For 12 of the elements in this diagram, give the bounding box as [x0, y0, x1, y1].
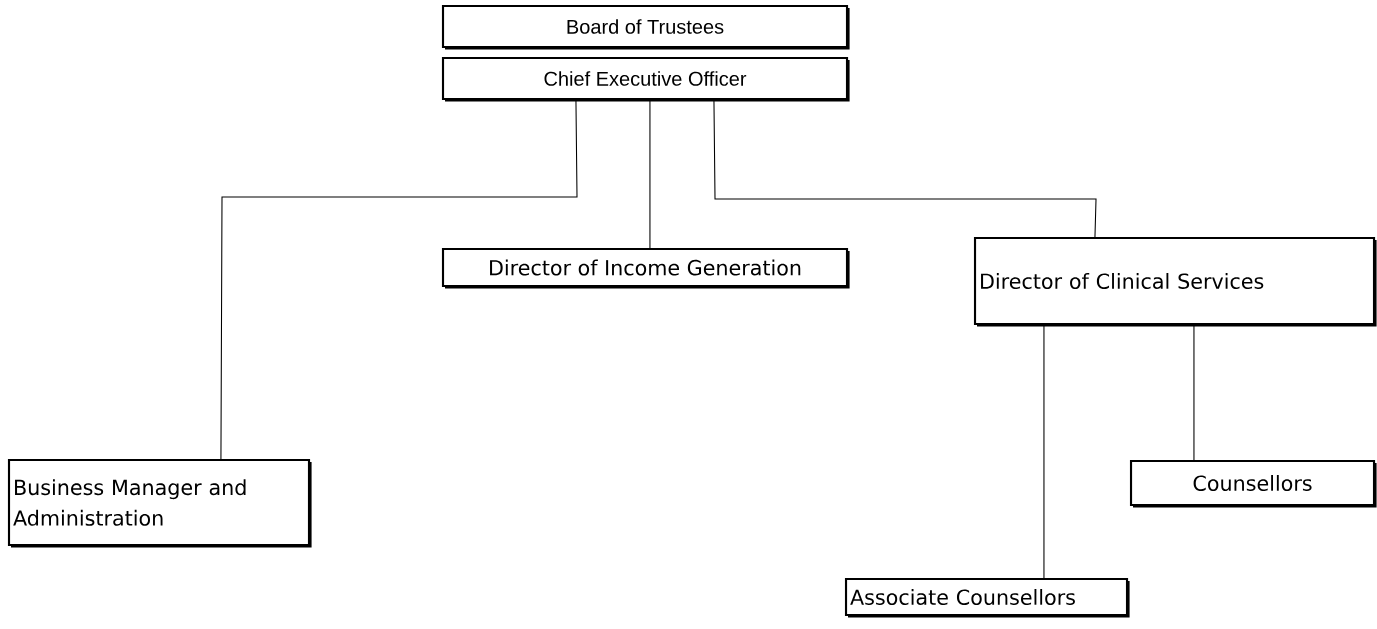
org-box: Associate Counsellors — [844, 577, 1130, 618]
connector-line — [1043, 324, 1045, 579]
connector-line — [220, 99, 578, 460]
org-box: Chief Executive Officer — [441, 56, 850, 102]
connector-line — [1193, 324, 1195, 461]
org-box: Counsellors — [1129, 459, 1377, 508]
org-box: Board of Trustees — [441, 4, 850, 50]
connector-line — [649, 99, 651, 249]
org-box: Director of Clinical Services — [973, 236, 1377, 327]
org-box: Business Manager and Administration — [7, 458, 312, 548]
connector-line — [713, 99, 1097, 238]
org-box: Director of Income Generation — [441, 247, 850, 289]
